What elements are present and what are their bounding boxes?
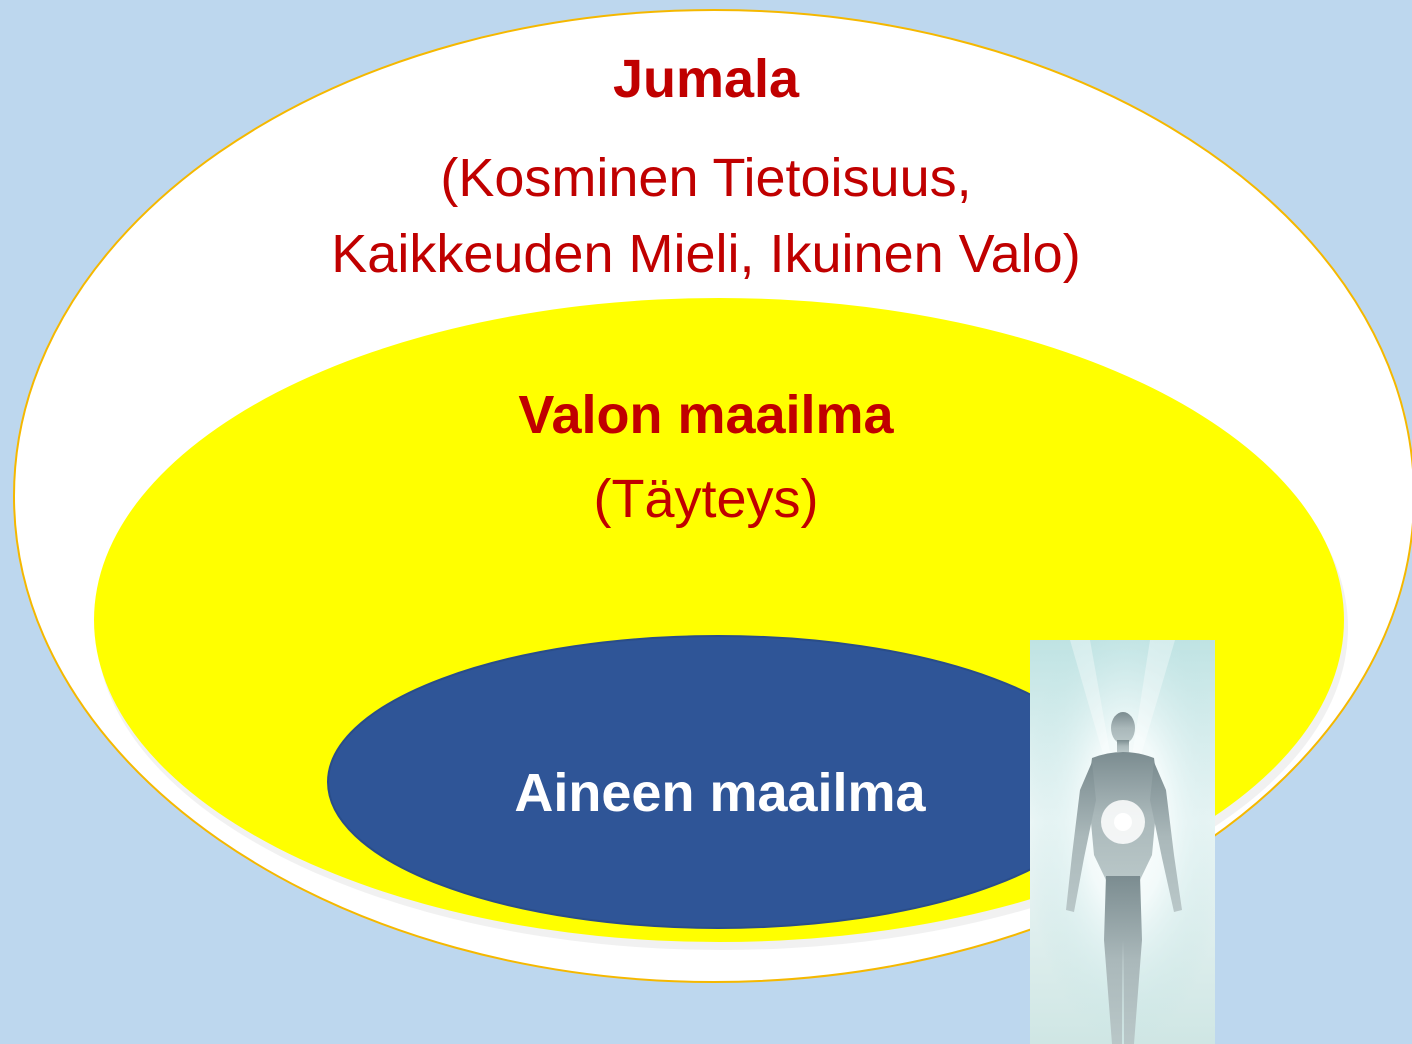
god-title: Jumala	[612, 49, 800, 109]
god-description: (Kosminen Tietoisuus, Kaikkeuden Mieli, …	[0, 140, 1412, 292]
world-of-light-title: Valon maailma	[518, 385, 894, 445]
human-figure-in-light-icon	[1030, 640, 1215, 1044]
material-world-title: Aineen maailma	[514, 763, 926, 823]
god-description-line-2: Kaikkeuden Mieli, Ikuinen Valo)	[331, 224, 1081, 284]
world-of-light-subtitle: (Täyteys)	[593, 469, 819, 529]
god-description-line-1: (Kosminen Tietoisuus,	[440, 148, 972, 208]
